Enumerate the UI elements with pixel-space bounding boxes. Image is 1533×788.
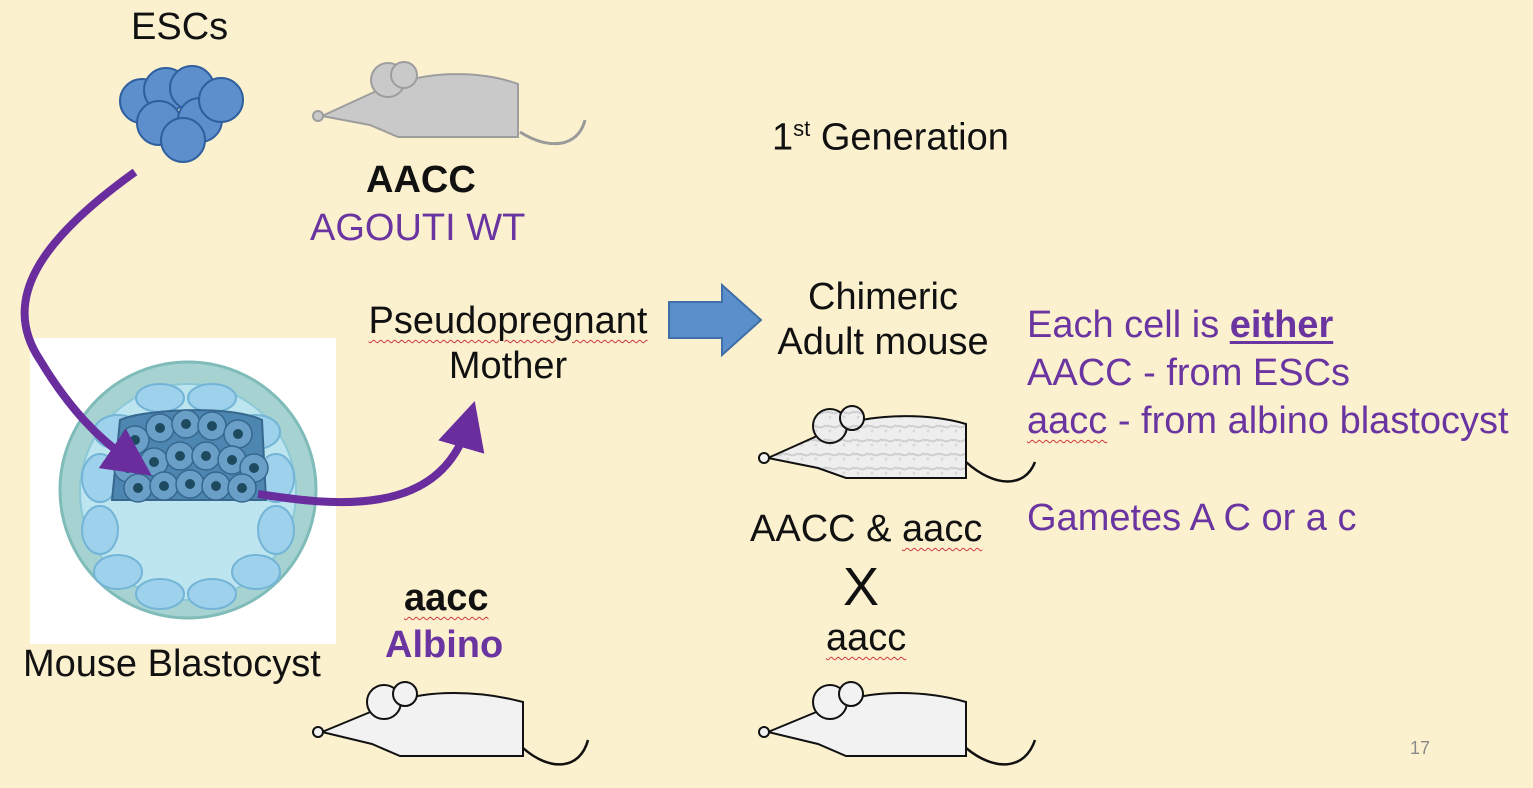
agouti-phenotype-label: AGOUTI WT [310,207,526,249]
albino-phenotype-label: Albino [385,624,504,666]
right-block-arrow-icon [668,282,763,358]
albino-mouse-icon [758,681,1037,766]
mouse-blastocyst-label: Mouse Blastocyst [23,643,321,685]
cross-parent2-label: aacc [826,617,907,659]
chimeric-adult-label: Chimeric Adult mouse [777,276,989,363]
esc-cluster-icon [119,65,244,163]
notes-gametes: Gametes A C or a c [1027,497,1357,539]
cross-x-label: X [843,557,880,617]
slide-number: 17 [1410,738,1431,758]
pseudopregnant-mother-label: Pseudopregnant Mother [368,300,648,387]
albino-genotype-label: aacc [404,577,489,619]
escs-label: ESCs [131,6,229,48]
notes-line-aacc-escs: AACC - from ESCs [1027,352,1351,394]
albino-mouse-icon [312,681,590,766]
notes-line-aacc-albino: aacc - from albino blastocyst [1027,400,1509,442]
agouti-genotype-label: AACC [366,159,476,201]
agouti-mouse-icon [312,61,587,146]
cross-parent1-label: AACC & aacc [750,508,983,550]
blastocyst-image [58,360,318,620]
chimeric-mouse-icon [758,405,1037,483]
notes-line-either: Each cell is either [1027,304,1334,346]
first-generation-heading: 1st Generation [772,116,1009,159]
